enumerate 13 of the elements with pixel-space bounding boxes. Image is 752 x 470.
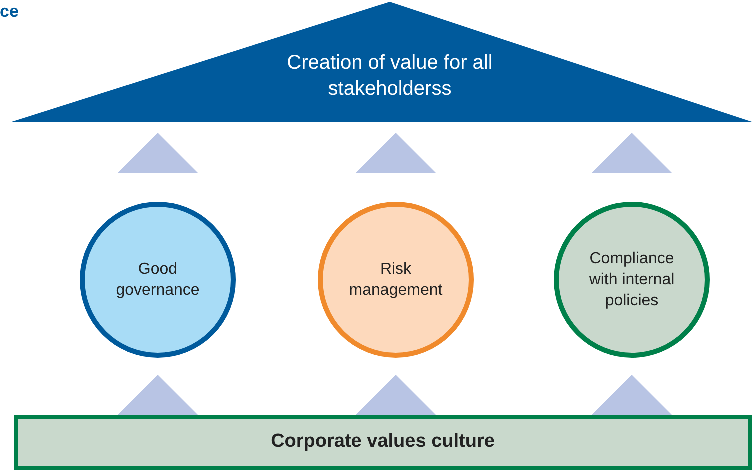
chevron-arrow [118, 374, 198, 416]
chevron-arrow [592, 132, 672, 174]
node-label: Good governance [115, 260, 201, 301]
node-label: Compliance with internal policies [588, 250, 676, 312]
chevron-arrow [118, 132, 198, 174]
heading: ce [0, 2, 19, 22]
node-label: Creation of value for all stakeholderss [286, 51, 494, 102]
node-label: Corporate values culture [270, 431, 496, 453]
chevron-arrow [356, 132, 436, 174]
node-label: Risk management [348, 260, 444, 301]
foundation-band [14, 415, 752, 470]
chevron-arrow [356, 374, 436, 416]
chevron-arrow [592, 374, 672, 416]
